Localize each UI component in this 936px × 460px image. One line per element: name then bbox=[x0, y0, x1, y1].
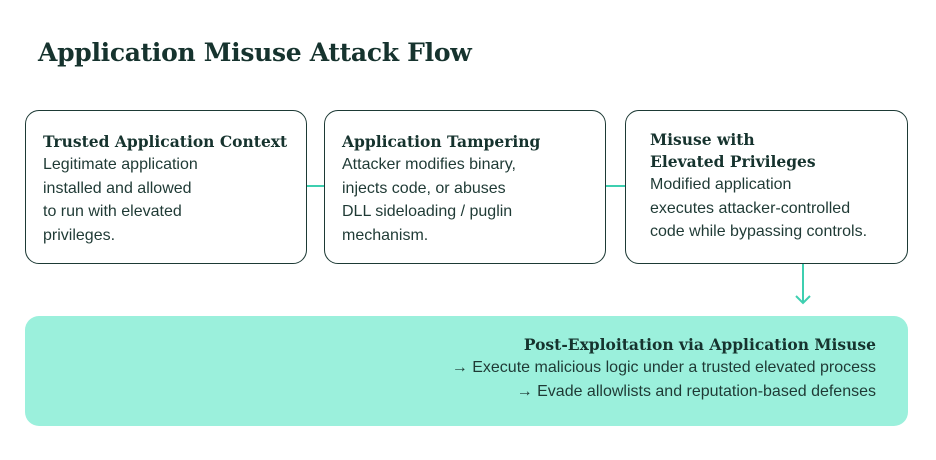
connector-line bbox=[307, 185, 324, 187]
result-panel: Post-Exploitation via Application Misuse… bbox=[25, 316, 908, 426]
step-card-elevated-misuse: Misuse with Elevated Privileges Modified… bbox=[625, 110, 908, 264]
diagram-title: Application Misuse Attack Flow bbox=[38, 38, 472, 67]
step-card-tampering: Application Tampering Attacker modifies … bbox=[324, 110, 606, 264]
result-item: → Evade allowlists and reputation-based … bbox=[516, 383, 876, 400]
step-title: Misuse with Elevated Privileges bbox=[650, 130, 816, 171]
result-item: → Execute malicious logic under a truste… bbox=[451, 359, 876, 376]
step-title: Application Tampering bbox=[342, 132, 541, 151]
step-description: Modified application executes attacker-c… bbox=[650, 176, 868, 240]
step-description: Attacker modifies binary, injects code, … bbox=[342, 156, 516, 244]
step-card-trusted-context: Trusted Application Context Legitimate a… bbox=[25, 110, 307, 264]
connector-line bbox=[606, 185, 625, 187]
arrow-down-icon bbox=[795, 264, 811, 305]
result-title: Post-Exploitation via Application Misuse bbox=[523, 335, 876, 354]
step-description: Legitimate application installed and all… bbox=[43, 156, 198, 244]
step-title: Trusted Application Context bbox=[43, 132, 288, 151]
